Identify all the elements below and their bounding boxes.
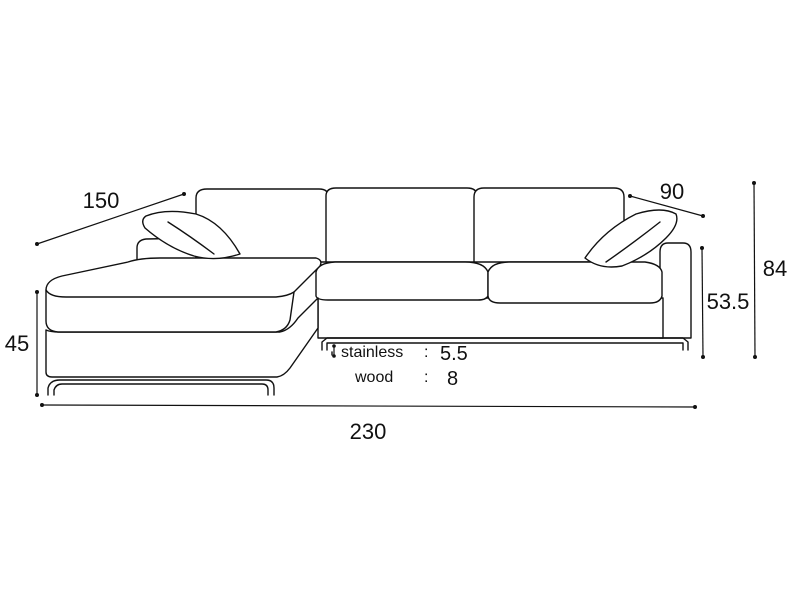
dimension-labels: 230 150 90 84 53.5 45: [5, 179, 787, 444]
back-height-label: 84: [763, 256, 787, 281]
chaise-leg-frame: [47, 379, 275, 396]
wood-separator: :: [424, 369, 428, 386]
dimension-lines: [35, 181, 757, 409]
chaise-depth-label: 150: [83, 188, 120, 213]
pillow-right: [584, 209, 678, 268]
sofa-base: [317, 297, 664, 339]
chaise-cushion: [45, 257, 322, 333]
sofa-leg-frame: [321, 337, 689, 351]
total-width-label: 230: [350, 419, 387, 444]
seat-cushion-right: [487, 261, 663, 304]
sofa-drawing: [45, 187, 692, 396]
stainless-label: stainless: [341, 344, 403, 361]
back-cushion-right: [473, 187, 625, 263]
stainless-value: 5.5: [440, 343, 468, 365]
wood-label: wood: [354, 369, 393, 386]
pillow-left: [142, 210, 241, 260]
stainless-separator: :: [424, 344, 428, 361]
leg-height-note: stainless : 5.5 wood : 8: [341, 343, 468, 390]
right-armrest: [659, 242, 692, 339]
seat-depth-label: 90: [660, 179, 684, 204]
back-cushion-middle: [325, 187, 478, 263]
seat-height-label: 45: [5, 331, 29, 356]
seat-cushion-middle: [315, 261, 489, 301]
arm-height-label: 53.5: [707, 289, 750, 314]
wood-value: 8: [447, 368, 458, 390]
